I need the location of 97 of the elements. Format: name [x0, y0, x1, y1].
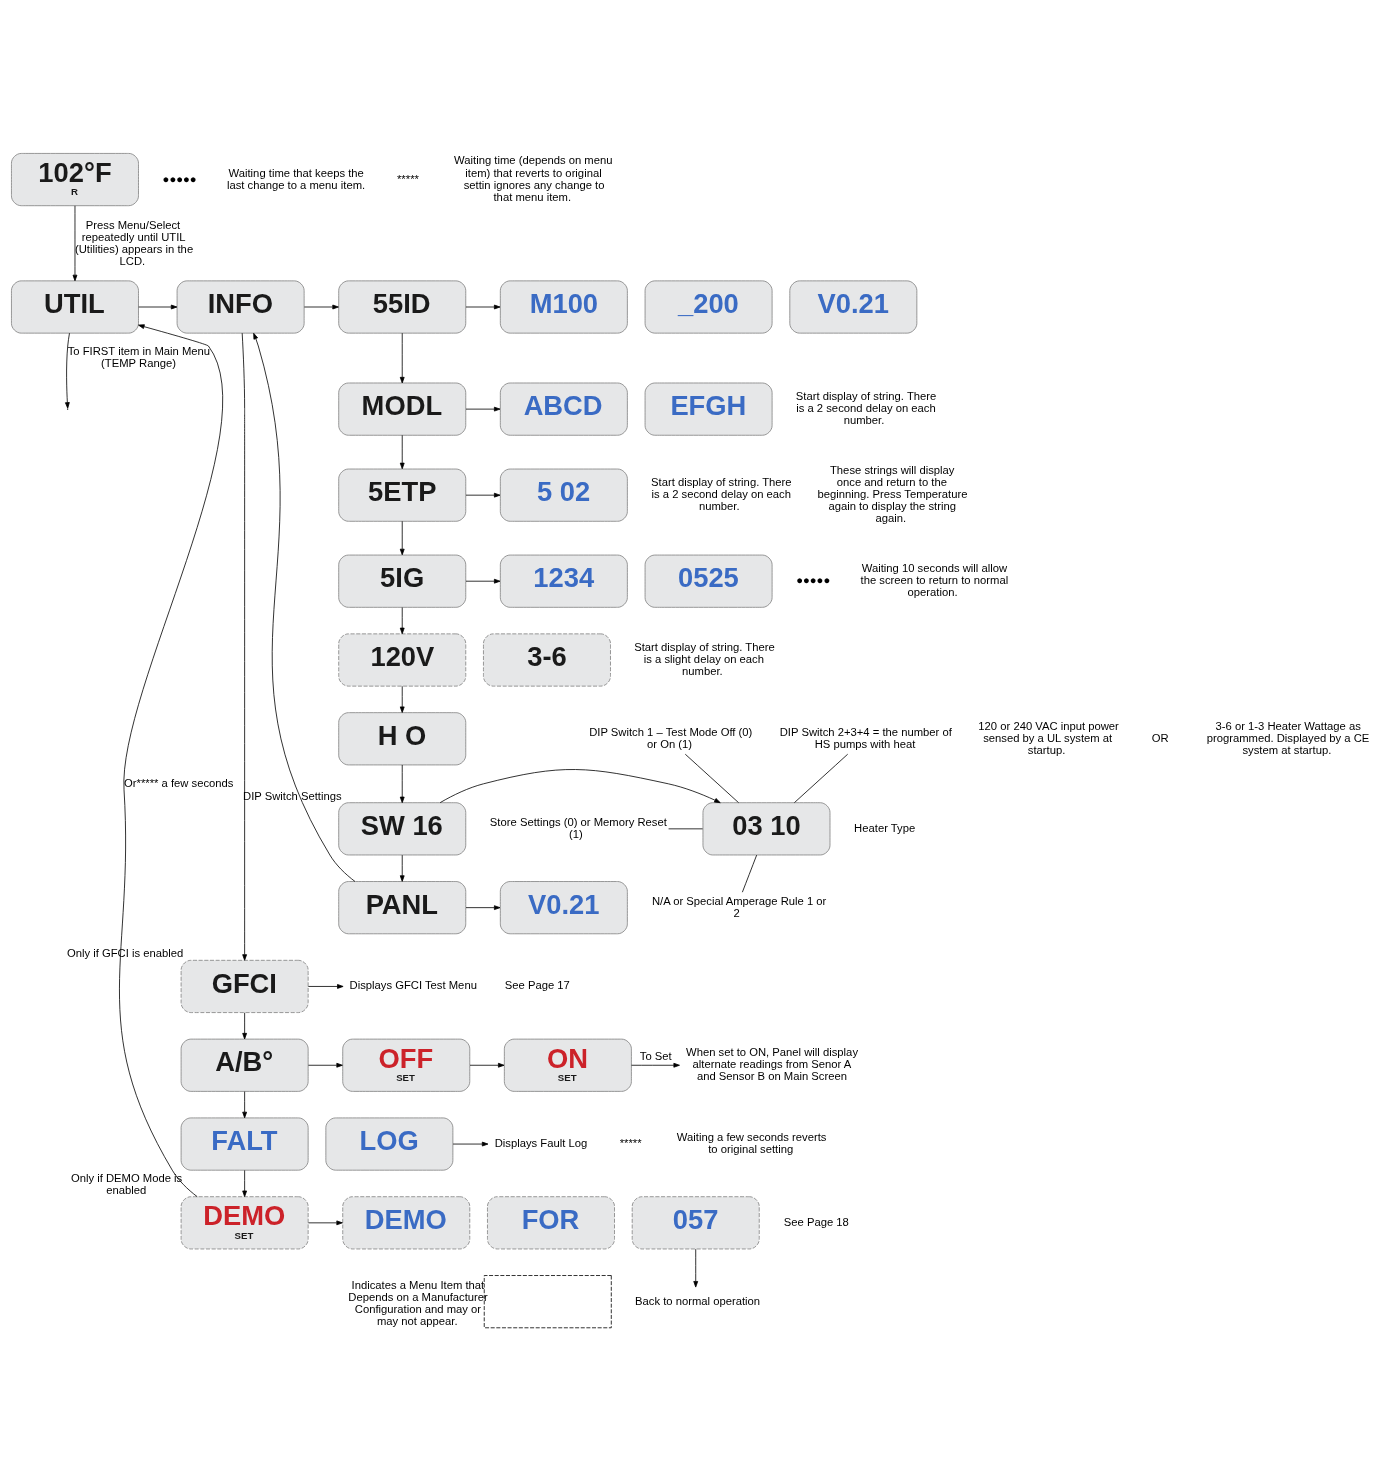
- node-box: A/B°: [180, 1038, 309, 1092]
- label: Waiting time that keeps the last change to a menu item.: [226, 166, 366, 191]
- arrow: [399, 854, 405, 882]
- arrow: [465, 578, 501, 584]
- label: See Page 17: [504, 978, 570, 991]
- arrow: [452, 1141, 489, 1146]
- arrow: [469, 1062, 505, 1068]
- node-text: Displays Fault Log: [494, 1136, 588, 1149]
- label: See Page 18: [783, 1215, 849, 1228]
- arrow: [72, 204, 78, 281]
- arrow: [399, 332, 405, 383]
- node-text: DIP Switch 1 – Test Mode Off (0) or On (1): [589, 725, 753, 750]
- node-text: Store Settings (0) or Memory Reset (1): [489, 815, 667, 840]
- node-text: Displays GFCI Test Menu: [349, 978, 477, 991]
- node-box: LOG: [325, 1117, 454, 1171]
- node-box: 120V: [338, 632, 467, 687]
- arrow: [138, 304, 178, 309]
- arrow: [241, 332, 247, 961]
- node-box: 057: [631, 1195, 760, 1249]
- arrow: [465, 492, 501, 498]
- arrow: [693, 1248, 699, 1287]
- label: *****: [397, 172, 419, 185]
- arrow: [242, 1011, 247, 1039]
- edge-label: Or***** a few seconds: [124, 776, 234, 789]
- node-box: DEMO: [342, 1195, 471, 1249]
- edge-label: Press Menu/Select repeatedly until UTIL (Utilities) appears in the LCD.: [74, 218, 194, 267]
- arrow: [399, 606, 405, 634]
- arrow: [399, 685, 405, 713]
- edge-label: To Set: [639, 1049, 672, 1062]
- arrow: [439, 768, 721, 803]
- node-text: Back to normal operation: [635, 1294, 761, 1307]
- node-text: DIP Switch 2+3+4 = the number of HS pumps with heat: [779, 725, 952, 750]
- node-box: 5ETP: [338, 468, 467, 522]
- node-box: PANL: [338, 880, 467, 934]
- node-box: OFF SET: [342, 1038, 471, 1092]
- arrow: [308, 1220, 343, 1225]
- connector: [741, 854, 758, 893]
- node-box: 102°F R: [11, 152, 139, 206]
- label: ●●●●●: [162, 172, 197, 185]
- arrow: [119, 323, 224, 1197]
- node-box: GFCI: [180, 959, 309, 1013]
- label: Heater Type: [854, 821, 916, 834]
- node-box: EFGH: [644, 382, 773, 436]
- arrow: [242, 1090, 247, 1118]
- arrow: [253, 332, 356, 882]
- node-box: FOR: [487, 1195, 615, 1249]
- node-text: When set to ON, Panel will display alternate readings from Senor A and Sensor B on Main Screen: [686, 1045, 859, 1082]
- node-box: DEMO SET: [180, 1195, 309, 1249]
- node-box: 03 10: [702, 801, 831, 855]
- label: Waiting a few seconds reverts to original setting: [676, 1130, 827, 1155]
- connector: [684, 753, 739, 803]
- node-box: ON SET: [503, 1038, 632, 1092]
- node-label: Indicates a Menu Item that Depends on a Manufacturer Configuration and may or may not appear.: [348, 1278, 488, 1327]
- node-box: FALT: [180, 1117, 309, 1171]
- node-box: _200: [644, 279, 773, 334]
- label: 3-6 or 1-3 Heater Wattage as programmed. Displayed by a CE system at startup.: [1206, 719, 1370, 756]
- node-text: N/A or Special Amperage Rule 1 or 2: [651, 894, 827, 919]
- node-box: ABCD: [499, 382, 628, 436]
- node-box: SW 16: [338, 801, 467, 855]
- arrow: [465, 904, 501, 910]
- node-box: 5 02: [499, 468, 628, 522]
- label: Waiting time (depends on menu item) that reverts to original settin ignores any change to that menu item.: [454, 153, 613, 203]
- node-box: MODL: [338, 382, 467, 436]
- node-label: Only if DEMO Mode is enabled: [70, 1171, 183, 1196]
- edge-label: To FIRST item in Main Menu (TEMP Range): [67, 344, 211, 369]
- arrow: [307, 983, 344, 989]
- node-box: 5IG: [338, 554, 467, 608]
- node-box: 1234: [499, 554, 628, 608]
- arrow: [465, 304, 501, 309]
- label: 120 or 240 VAC input power sensed by a UL system at startup.: [978, 719, 1119, 756]
- arrow: [631, 1062, 680, 1068]
- label: These strings will display once and return to the beginning. Press Temperature again to display the string again.: [817, 463, 968, 524]
- node-box: V0.21: [789, 279, 918, 334]
- arrow: [303, 304, 339, 309]
- arrow: [399, 434, 405, 469]
- node-box: 0525: [644, 554, 773, 608]
- arrow: [308, 1062, 343, 1068]
- node-box: UTIL: [11, 279, 139, 334]
- node-box: H O: [338, 711, 467, 765]
- node-box: 55ID: [338, 279, 467, 334]
- arrow: [242, 1169, 247, 1197]
- arrow: [399, 520, 405, 555]
- label: Waiting 10 seconds will allow the screen to return to normal operation.: [860, 561, 1009, 598]
- label: Start display of string. There is a 2 second delay on each number.: [795, 389, 937, 426]
- label: Start display of string. There is a 2 second delay on each number.: [651, 475, 792, 512]
- label: Start display of string. There is a slight delay on each number.: [634, 640, 775, 677]
- connector: [794, 753, 849, 803]
- arrow: [399, 764, 405, 803]
- node-box: V0.21: [499, 880, 628, 934]
- label: OR: [1151, 731, 1169, 744]
- node-box: M100: [499, 279, 628, 334]
- node-box: 3-6: [483, 632, 611, 687]
- arrow: [465, 406, 501, 411]
- label: ●●●●●: [796, 573, 831, 586]
- label: *****: [619, 1136, 642, 1149]
- arrow: [65, 332, 70, 409]
- node-box: INFO: [176, 279, 305, 334]
